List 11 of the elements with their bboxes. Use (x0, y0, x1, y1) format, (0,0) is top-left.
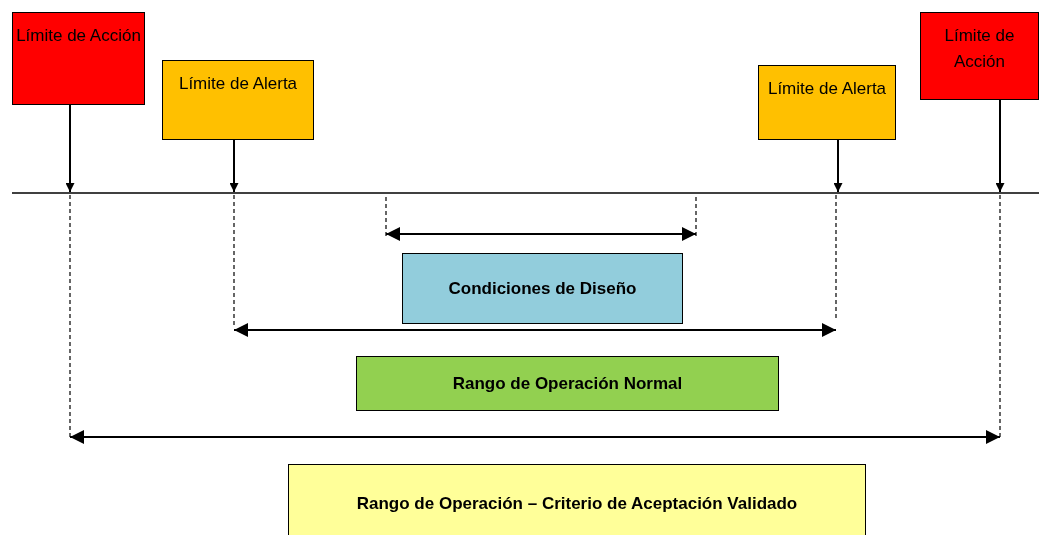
arrow (65, 104, 75, 193)
arrow (833, 139, 843, 193)
range-box: Rango de Operación Normal (356, 356, 779, 411)
range-box: Condiciones de Diseño (402, 253, 683, 324)
limit-box: Límite de Alerta (758, 65, 896, 140)
limit-box: Límite de Alerta (162, 60, 314, 140)
arrow (995, 99, 1005, 193)
limit-box: Límite de Acción (12, 12, 145, 105)
limit-box: Límite de Acción (920, 12, 1039, 100)
range-box: Rango de Operación – Criterio de Aceptación Validado (288, 464, 866, 535)
arrow (229, 139, 239, 193)
